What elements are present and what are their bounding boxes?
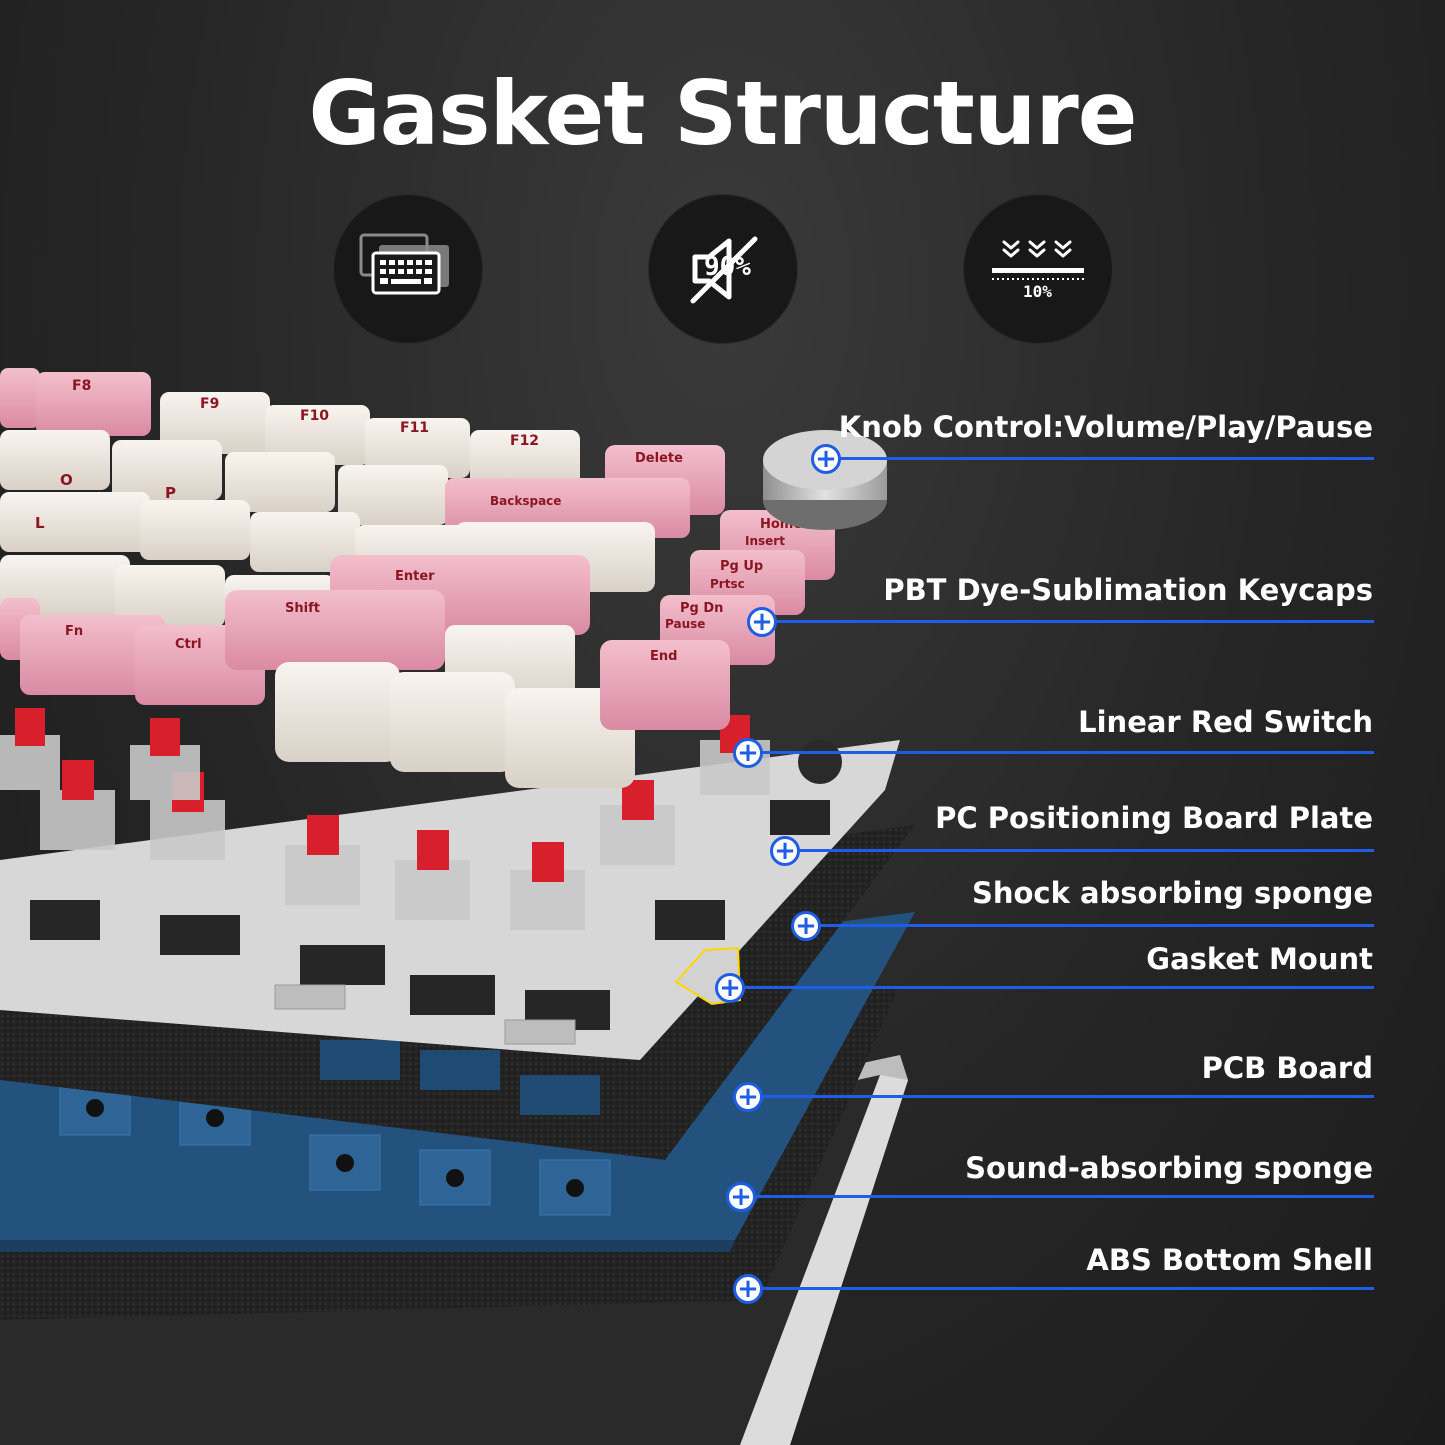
svg-text:End: End	[650, 649, 677, 664]
svg-text:Delete: Delete	[635, 451, 683, 466]
callout-pcb-board: PCB Board	[1201, 1051, 1373, 1085]
feature-icon-mute: 90%	[648, 194, 798, 344]
mute-speaker-icon	[690, 236, 758, 304]
svg-text:Prtsc: Prtsc	[710, 577, 745, 591]
leader-line-switch	[748, 751, 1374, 754]
callout-linear-red-switch: Linear Red Switch	[1078, 705, 1373, 739]
svg-text:F8: F8	[72, 378, 91, 394]
svg-text:Fn: Fn	[65, 624, 83, 639]
callout-knob-control: Knob Control:Volume/Play/Pause	[838, 410, 1373, 444]
svg-text:F12: F12	[510, 433, 539, 449]
plus-icon-sound-sponge[interactable]: +	[726, 1182, 756, 1212]
svg-text:Pause: Pause	[665, 617, 705, 631]
svg-text:O: O	[60, 471, 73, 489]
plus-icon-gasket[interactable]: +	[715, 973, 745, 1003]
svg-text:Enter: Enter	[395, 569, 435, 584]
plus-icon-shock-sponge[interactable]: +	[791, 911, 821, 941]
plus-icon-pcb[interactable]: +	[733, 1082, 763, 1112]
svg-text:Shift: Shift	[285, 601, 320, 616]
callout-shock-sponge: Shock absorbing sponge	[971, 876, 1373, 910]
plus-icon-knob[interactable]: +	[811, 444, 841, 474]
svg-text:Pg Up: Pg Up	[720, 559, 763, 574]
plus-icon-shell[interactable]: +	[733, 1274, 763, 1304]
plus-icon-keycaps[interactable]: +	[747, 607, 777, 637]
svg-text:Ctrl: Ctrl	[175, 637, 202, 652]
callout-pbt-keycaps: PBT Dye-Sublimation Keycaps	[883, 573, 1373, 607]
callout-abs-shell: ABS Bottom Shell	[1086, 1243, 1373, 1277]
svg-text:F11: F11	[400, 420, 429, 436]
page-title: Gasket Structure	[308, 62, 1138, 165]
svg-text:P: P	[165, 484, 176, 502]
switch-array	[0, 708, 770, 930]
compression-arrows-icon	[992, 240, 1084, 280]
callout-pc-plate: PC Positioning Board Plate	[935, 801, 1373, 835]
leader-line-knob	[826, 457, 1374, 460]
callout-gasket-mount: Gasket Mount	[1146, 942, 1373, 976]
svg-text:Backspace: Backspace	[490, 494, 561, 508]
plus-icon-plate[interactable]: +	[770, 836, 800, 866]
svg-text:Insert: Insert	[745, 534, 785, 548]
plus-icon-switch[interactable]: +	[733, 738, 763, 768]
leader-line-sound-sponge	[741, 1195, 1374, 1198]
feature-icon-compression: 10%	[963, 194, 1113, 344]
callout-sound-sponge: Sound-absorbing sponge	[965, 1151, 1373, 1185]
compression-text: 10%	[1023, 282, 1052, 301]
svg-text:L: L	[35, 514, 45, 532]
leader-line-keycaps	[762, 620, 1374, 623]
keycap-array: F8 F9 F10 F11 F12 Delete Backspace Home …	[0, 368, 835, 788]
leader-line-shock-sponge	[806, 924, 1374, 927]
svg-text:F10: F10	[300, 408, 329, 424]
leader-line-shell	[748, 1287, 1374, 1290]
feature-icon-keyboard	[333, 194, 483, 344]
leader-line-gasket	[730, 986, 1374, 989]
svg-text:F9: F9	[200, 396, 219, 412]
keyboard-layers-icon	[359, 233, 449, 295]
leader-line-plate	[785, 849, 1374, 852]
svg-text:Pg Dn: Pg Dn	[680, 601, 723, 616]
leader-line-pcb	[748, 1095, 1374, 1098]
noise-reduction-text: 90%	[704, 252, 751, 282]
